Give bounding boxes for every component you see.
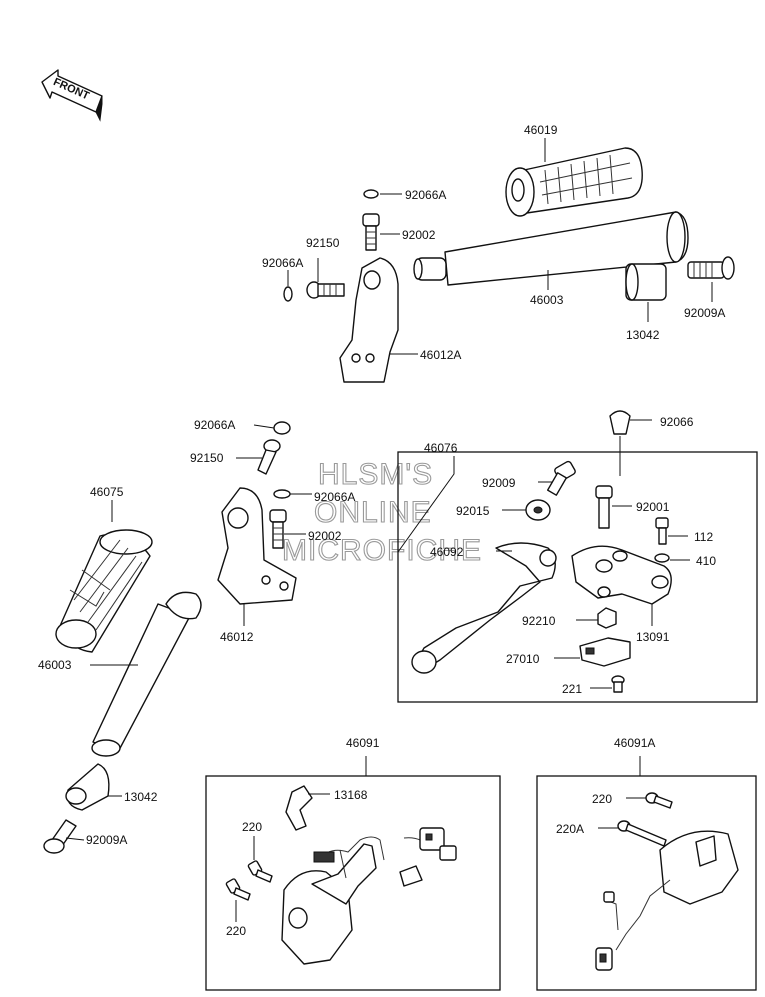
label-27010: 27010 xyxy=(506,652,540,666)
bolt-92002-mid xyxy=(269,509,306,549)
label-92002-top: 92002 xyxy=(402,228,436,242)
bolt-92001 xyxy=(595,485,632,529)
label-92066A-left: 92066A xyxy=(262,256,303,270)
bar-end-weight-13042-low xyxy=(65,763,122,811)
washer-410 xyxy=(654,553,690,563)
switch-46091A-box xyxy=(536,775,757,991)
screw-92009A-low xyxy=(43,819,85,854)
part-labels: 46019 92066A 92002 92150 92066A 46003 13… xyxy=(38,123,725,938)
watermark-line-3: MICROFICHE xyxy=(282,534,482,567)
watermark-line-1: HLSM'S xyxy=(318,458,433,491)
switch-housing-46091A xyxy=(595,830,739,971)
label-46003-low: 46003 xyxy=(38,658,72,672)
label-46091A: 46091A xyxy=(614,736,655,750)
label-112: 112 xyxy=(694,530,713,544)
label-92066A-top: 92066A xyxy=(405,188,446,202)
label-13042-top: 13042 xyxy=(626,328,660,342)
washer-92066A-left xyxy=(283,270,293,302)
grip-46019 xyxy=(505,138,643,217)
label-13168: 13168 xyxy=(334,788,368,802)
label-46076: 46076 xyxy=(424,441,458,455)
label-46012A: 46012A xyxy=(420,348,461,362)
label-92009A-low: 92009A xyxy=(86,833,127,847)
label-92066: 92066 xyxy=(660,415,694,429)
bolt-92002-top xyxy=(362,213,400,251)
label-13042-low: 13042 xyxy=(124,790,158,804)
label-410: 410 xyxy=(696,554,716,568)
handlebar-tube-46003-low xyxy=(90,591,202,757)
label-220A: 220A xyxy=(556,822,584,836)
screw-220A xyxy=(598,820,667,847)
washer-92066A-mid xyxy=(253,421,291,435)
bar-end-weight-13042-top xyxy=(625,263,667,322)
label-46091: 46091 xyxy=(346,736,380,750)
label-46092: 46092 xyxy=(430,545,464,559)
label-46012: 46012 xyxy=(220,630,254,644)
nut-92210 xyxy=(576,607,617,629)
label-221: 221 xyxy=(562,682,582,696)
label-13091: 13091 xyxy=(636,630,670,644)
screw-221 xyxy=(590,675,625,693)
lever-assembly-box xyxy=(397,451,758,703)
watermark-line-2: ONLINE xyxy=(314,496,432,529)
washer-92066A-mid2 xyxy=(273,489,312,499)
label-92066A-mid1: 92066A xyxy=(194,418,235,432)
bolt-92150-top xyxy=(306,258,345,299)
bracket-13091 xyxy=(571,545,672,626)
front-arrow-icon: FRONT xyxy=(41,69,103,122)
label-92066A-mid2: 92066A xyxy=(314,490,355,504)
screw-220-a xyxy=(247,836,273,883)
cap-92066 xyxy=(609,410,652,476)
label-220-c: 220 xyxy=(592,792,612,806)
switch-housing-46091 xyxy=(281,827,457,965)
nut-92015 xyxy=(502,499,551,521)
switch-46091-box xyxy=(205,775,501,991)
label-46075: 46075 xyxy=(90,485,124,499)
label-92001: 92001 xyxy=(636,500,670,514)
switch-27010 xyxy=(554,637,631,667)
screw-220-b xyxy=(225,878,251,922)
watermark: HLSM'S ONLINE MICROFICHE xyxy=(281,457,482,567)
label-92210: 92210 xyxy=(522,614,556,628)
holder-46012A xyxy=(339,257,418,383)
label-92150-top: 92150 xyxy=(306,236,340,250)
grip-46075 xyxy=(55,500,153,653)
label-46003-top: 46003 xyxy=(530,293,564,307)
label-92009A-top: 92009A xyxy=(684,306,725,320)
label-46019: 46019 xyxy=(524,123,558,137)
screw-92009 xyxy=(538,460,576,496)
lever-46092 xyxy=(411,542,557,674)
label-92009: 92009 xyxy=(482,476,516,490)
label-220-b: 220 xyxy=(226,924,246,938)
bolt-92150-mid xyxy=(236,439,281,475)
label-220-a: 220 xyxy=(242,820,262,834)
label-92015: 92015 xyxy=(456,504,490,518)
clip-13168 xyxy=(285,785,330,831)
label-92002-mid: 92002 xyxy=(308,529,342,543)
label-92150-mid: 92150 xyxy=(190,451,224,465)
washer-92066A-top xyxy=(363,189,402,199)
holder-46012 xyxy=(217,487,297,626)
screw-92009A-top xyxy=(687,256,735,302)
bolt-112 xyxy=(655,517,688,545)
screw-220-c xyxy=(626,792,673,809)
